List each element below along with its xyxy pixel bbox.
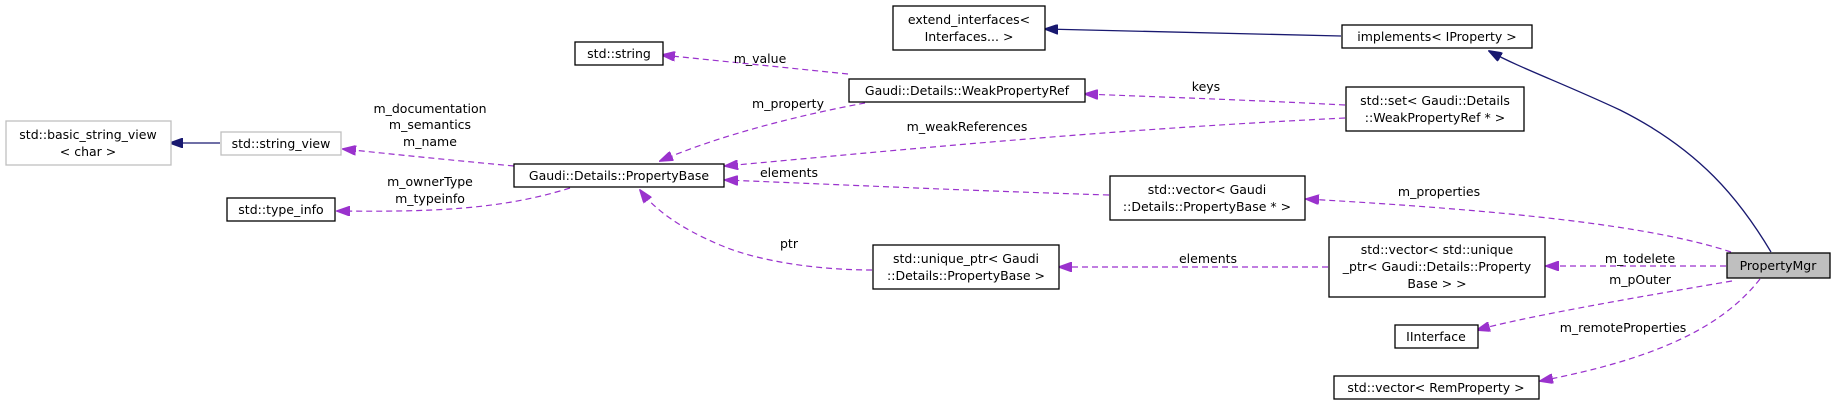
- label-m-value: m_value: [734, 51, 787, 66]
- svg-text:IInterface: IInterface: [1406, 329, 1466, 344]
- svg-text:std::set< Gaudi::Details: std::set< Gaudi::Details: [1360, 93, 1510, 108]
- label-m-pouter: m_pOuter: [1609, 272, 1672, 287]
- label-m-properties: m_properties: [1398, 184, 1480, 199]
- label-keys: keys: [1192, 79, 1220, 94]
- edge-m-weak-references: [725, 117, 1346, 166]
- node-iinterface[interactable]: IInterface: [1394, 324, 1479, 349]
- svg-text:_ptr< Gaudi::Details::Property: _ptr< Gaudi::Details::Property: [1342, 259, 1532, 274]
- node-string-view[interactable]: std::string_view: [220, 131, 342, 156]
- node-property-base[interactable]: Gaudi::Details::PropertyBase: [513, 163, 725, 188]
- svg-text:Gaudi::Details::WeakPropertyRe: Gaudi::Details::WeakPropertyRef: [865, 83, 1070, 98]
- label-elements-vector: elements: [760, 165, 818, 180]
- svg-text:std::vector< Gaudi: std::vector< Gaudi: [1148, 182, 1267, 197]
- label-m-weak-references: m_weakReferences: [907, 119, 1028, 134]
- svg-text:implements< IProperty >: implements< IProperty >: [1357, 29, 1516, 44]
- label-m-typeinfo: m_typeinfo: [395, 191, 465, 206]
- node-unique-ptr[interactable]: std::unique_ptr< Gaudi ::Details::Proper…: [872, 244, 1060, 290]
- node-vector-rem-property[interactable]: std::vector< RemProperty >: [1333, 375, 1540, 400]
- edge-m-value: [662, 55, 849, 75]
- svg-text:std::string_view: std::string_view: [232, 136, 331, 151]
- label-m-property: m_property: [752, 96, 825, 111]
- edge-type-info-members: [337, 187, 571, 211]
- svg-text:Interfaces... >: Interfaces... >: [925, 29, 1014, 44]
- node-extend-interfaces[interactable]: extend_interfaces< Interfaces... >: [892, 5, 1046, 51]
- node-weak-property-ref[interactable]: Gaudi::Details::WeakPropertyRef: [848, 78, 1086, 103]
- node-vector-property-base[interactable]: std::vector< Gaudi ::Details::PropertyBa…: [1109, 175, 1306, 221]
- edge-m-pouter: [1477, 280, 1733, 330]
- nodes: std::basic_string_view < char > std::str…: [5, 5, 1831, 400]
- edge-string-view-members: [343, 149, 515, 167]
- svg-text:::Details::PropertyBase * >: ::Details::PropertyBase * >: [1123, 199, 1291, 214]
- svg-text:std::string: std::string: [587, 46, 651, 61]
- svg-text:::WeakPropertyRef * >: ::WeakPropertyRef * >: [1365, 110, 1505, 125]
- label-m-name: m_name: [403, 134, 457, 149]
- edge-m-remote-properties: [1540, 278, 1761, 381]
- edge-labels: m_value m_property keys m_weakReferences…: [373, 51, 1686, 335]
- label-m-owner-type: m_ownerType: [387, 174, 473, 189]
- svg-text:PropertyMgr: PropertyMgr: [1740, 258, 1818, 273]
- edge-m-properties: [1306, 199, 1732, 253]
- node-string[interactable]: std::string: [574, 41, 664, 66]
- edge-propertymgr-to-implements: [1489, 51, 1772, 253]
- svg-text:std::vector< std::unique: std::vector< std::unique: [1361, 242, 1514, 257]
- svg-text:std::unique_ptr< Gaudi: std::unique_ptr< Gaudi: [893, 251, 1039, 266]
- label-m-documentation: m_documentation: [373, 101, 486, 116]
- edge-m-property: [660, 102, 866, 161]
- edge-ptr: [640, 190, 873, 271]
- node-implements[interactable]: implements< IProperty >: [1341, 24, 1533, 49]
- node-property-mgr[interactable]: PropertyMgr: [1726, 252, 1831, 279]
- node-set-weak-property-ref[interactable]: std::set< Gaudi::Details ::WeakPropertyR…: [1345, 86, 1525, 132]
- svg-text:Gaudi::Details::PropertyBase: Gaudi::Details::PropertyBase: [529, 168, 709, 183]
- svg-text:< char >: < char >: [60, 144, 117, 159]
- svg-text:::Details::PropertyBase >: ::Details::PropertyBase >: [887, 268, 1045, 283]
- svg-text:std::basic_string_view: std::basic_string_view: [19, 127, 156, 142]
- node-basic-string-view[interactable]: std::basic_string_view < char >: [5, 120, 172, 166]
- node-type-info[interactable]: std::type_info: [226, 197, 336, 222]
- edge-implements-to-extend-interfaces: [1045, 29, 1342, 37]
- svg-text:extend_interfaces<: extend_interfaces<: [908, 12, 1030, 27]
- svg-text:Base > >: Base > >: [1407, 276, 1466, 291]
- label-m-todelete: m_todelete: [1605, 251, 1676, 266]
- label-ptr: ptr: [780, 236, 799, 251]
- edges: [170, 29, 1772, 381]
- node-vector-unique-ptr[interactable]: std::vector< std::unique _ptr< Gaudi::De…: [1328, 236, 1546, 298]
- svg-text:std::type_info: std::type_info: [238, 202, 323, 217]
- edge-elements-vector: [725, 180, 1110, 196]
- label-m-remote-properties: m_remoteProperties: [1560, 320, 1687, 335]
- label-elements-unique: elements: [1179, 251, 1237, 266]
- label-m-semantics: m_semantics: [389, 117, 471, 132]
- edge-keys: [1085, 94, 1346, 106]
- svg-text:std::vector< RemProperty >: std::vector< RemProperty >: [1347, 380, 1524, 395]
